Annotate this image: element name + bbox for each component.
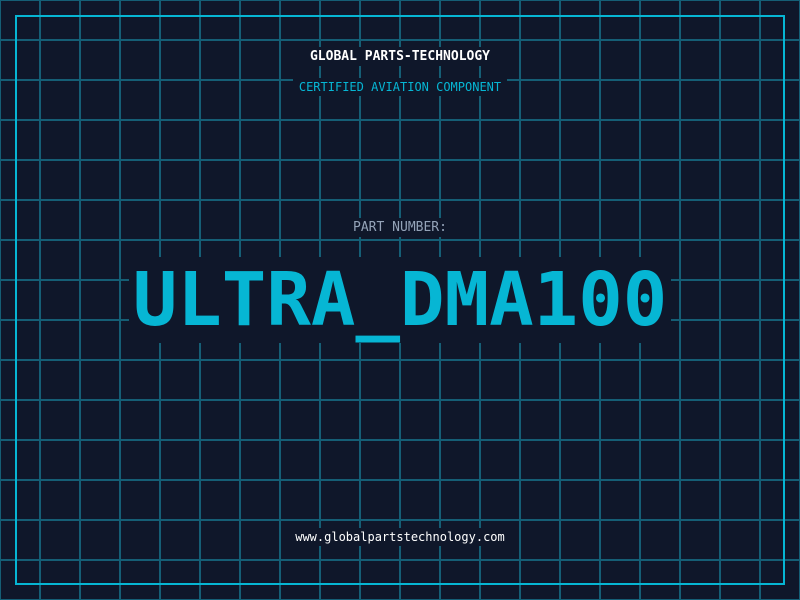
part-number: ULTRA_DMA100	[0, 257, 800, 343]
subtitle: CERTIFIED AVIATION COMPONENT	[0, 78, 800, 96]
brand-title: GLOBAL PARTS-TECHNOLOGY	[0, 47, 800, 66]
part-number-label: PART NUMBER:	[0, 218, 800, 237]
website-link[interactable]: www.globalpartstechnology.com	[0, 528, 800, 546]
border-frame	[15, 15, 785, 585]
